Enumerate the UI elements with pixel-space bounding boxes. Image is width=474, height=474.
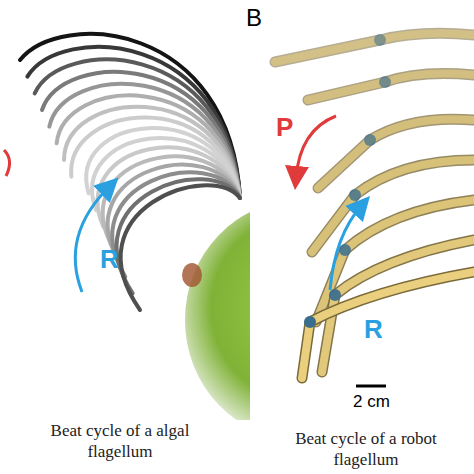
recovery-stroke-arrow [75,186,110,292]
rod-outline [308,74,474,100]
robot-flagellum [275,33,474,378]
label: R [364,314,383,345]
robot-joint [329,289,341,301]
label: 2 cm [353,392,390,412]
power-stroke-arrow [4,150,10,176]
scale-bar [356,385,386,388]
flagellum-stroke [121,185,240,310]
panel-caption: Beat cycle of a robot flagellum [291,428,441,470]
robot-rod [275,33,474,62]
robot-joint [364,134,376,146]
robot-joint [379,76,391,88]
robot-rod [302,272,474,378]
robot-joint [349,189,361,201]
label: R [100,244,119,275]
robot-joint [304,316,316,328]
rod-outline [302,272,474,378]
algal-flagellum [20,34,240,310]
robot-rod [308,74,474,100]
recovery-stroke-arrow [330,205,362,290]
panel-caption: Beat cycle of a algal flagellum [45,420,195,462]
power-stroke-arrow [296,116,336,178]
algal-cell [182,200,250,420]
label: B [246,4,262,32]
rod-outline [275,33,474,62]
flagellum-stroke [117,179,240,293]
robot-joint [339,244,351,256]
label: P [276,112,293,143]
robot-joint [374,34,386,46]
